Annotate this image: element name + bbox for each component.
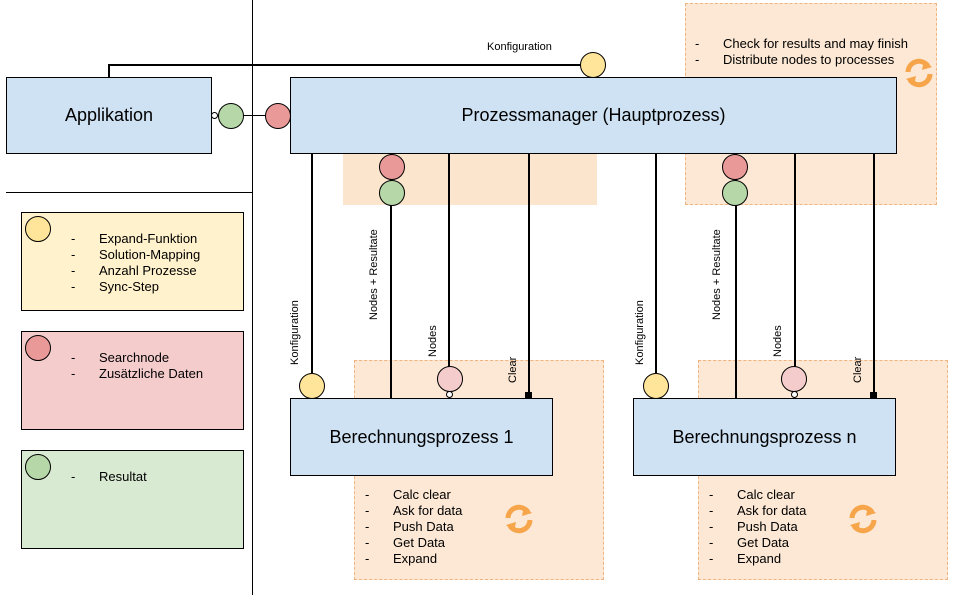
legend-green: [21, 450, 244, 549]
legend-item: -Expand-Funktion: [71, 231, 198, 246]
w1-config-circle: [299, 373, 325, 399]
wn-nodes-socket: [791, 391, 798, 398]
legend-item: -Searchnode: [71, 350, 170, 365]
w1-clear-label: Clear: [507, 356, 519, 383]
manager-label: Prozessmanager (Hauptprozess): [461, 105, 726, 125]
legend-item: -Solution-Mapping: [71, 247, 201, 262]
w1-nodes-circle: [437, 366, 463, 392]
application-label: Applikation: [64, 105, 154, 125]
legend-yellow-circle: [25, 216, 51, 242]
w1-nodes-results-line: [390, 153, 392, 398]
wn-nodes-circle: [781, 366, 807, 392]
worker-note-item: -Push Data: [365, 519, 454, 534]
wn-nodes-line: [794, 153, 796, 368]
vertical-divider: [252, 0, 253, 595]
manager-note-item: -Distribute nodes to processes: [695, 52, 895, 67]
top-config-label: Konfiguration: [487, 41, 552, 53]
worker1-label: Berechnungsprozess 1: [329, 426, 514, 447]
w1-nodes-label: Nodes: [427, 325, 439, 357]
wn-config-line: [655, 153, 657, 373]
wn-clear-line: [873, 153, 875, 393]
config-line-vertical: [108, 64, 110, 77]
manager-note-item: -Check for results and may finish: [695, 36, 908, 51]
wn-config-label: Konfiguration: [634, 300, 646, 365]
wn-config-circle: [643, 373, 669, 399]
worker-note-item: -Expand: [709, 551, 782, 566]
worker-note-item: -Expand: [365, 551, 438, 566]
worker-note-item: -Get Data: [365, 535, 446, 550]
legend-red: [21, 331, 244, 430]
wn-clear-label: Clear: [852, 356, 864, 383]
legend-yellow: [21, 212, 244, 311]
worker-note-item: -Get Data: [709, 535, 790, 550]
legend-red-circle: [25, 335, 51, 361]
application-box: Applikation: [6, 77, 212, 154]
w1-nodes-socket: [446, 391, 453, 398]
w1-green-circle: [379, 180, 405, 206]
wn-nodes-results-line: [735, 153, 737, 398]
legend-yellow-list: -Expand-Funktion -Solution-Mapping -Anza…: [71, 231, 200, 295]
app-socket-ring: [211, 112, 218, 119]
manager-note-list: -Check for results and may finish -Distr…: [695, 36, 908, 68]
workern-cycle-icon: [849, 504, 877, 534]
wn-green-circle: [722, 180, 748, 206]
legend-green-circle: [25, 454, 51, 480]
w1-red-circle: [379, 154, 405, 180]
config-line-horizontal: [108, 64, 586, 66]
w1-clear-square: [525, 392, 532, 399]
wn-nodes-results-label: Nodes + Resultate: [711, 229, 723, 320]
wn-clear-square: [870, 392, 877, 399]
w1-config-line: [311, 153, 313, 373]
worker-note-item: -Ask for data: [365, 503, 463, 518]
app-green-circle: [218, 103, 244, 129]
workern-note-list: -Calc clear -Ask for data -Push Data -Ge…: [709, 487, 806, 567]
legend-item: -Zusätzliche Daten: [71, 366, 204, 381]
manager-cycle-icon: [905, 58, 933, 88]
top-config-circle: [580, 52, 606, 78]
legend-item: -Resultat: [71, 469, 147, 484]
app-red-circle: [265, 103, 291, 129]
worker1-note-list: -Calc clear -Ask for data -Push Data -Ge…: [365, 487, 462, 567]
workern-label: Berechnungsprozess n: [672, 426, 857, 447]
workern-box: Berechnungsprozess n: [633, 398, 896, 476]
worker-note-item: -Ask for data: [709, 503, 807, 518]
w1-clear-line: [528, 153, 530, 393]
worker1-box: Berechnungsprozess 1: [290, 398, 553, 476]
legend-green-list: -Resultat: [71, 469, 147, 485]
worker-note-item: -Push Data: [709, 519, 798, 534]
worker-note-item: -Calc clear: [709, 487, 795, 502]
wn-red-circle: [722, 154, 748, 180]
legend-red-list: -Searchnode -Zusätzliche Daten: [71, 350, 203, 382]
wn-nodes-label: Nodes: [772, 325, 784, 357]
legend-item: -Anzahl Prozesse: [71, 263, 197, 278]
manager-box: Prozessmanager (Hauptprozess): [290, 77, 897, 154]
horizontal-divider: [6, 192, 252, 193]
w1-nodes-line: [448, 153, 450, 368]
app-connector-line: [212, 115, 292, 116]
worker-note-item: -Calc clear: [365, 487, 451, 502]
w1-nodes-results-label: Nodes + Resultate: [368, 229, 380, 320]
legend-item: -Sync-Step: [71, 279, 159, 294]
worker1-cycle-icon: [505, 504, 533, 534]
w1-config-label: Konfiguration: [289, 300, 301, 365]
